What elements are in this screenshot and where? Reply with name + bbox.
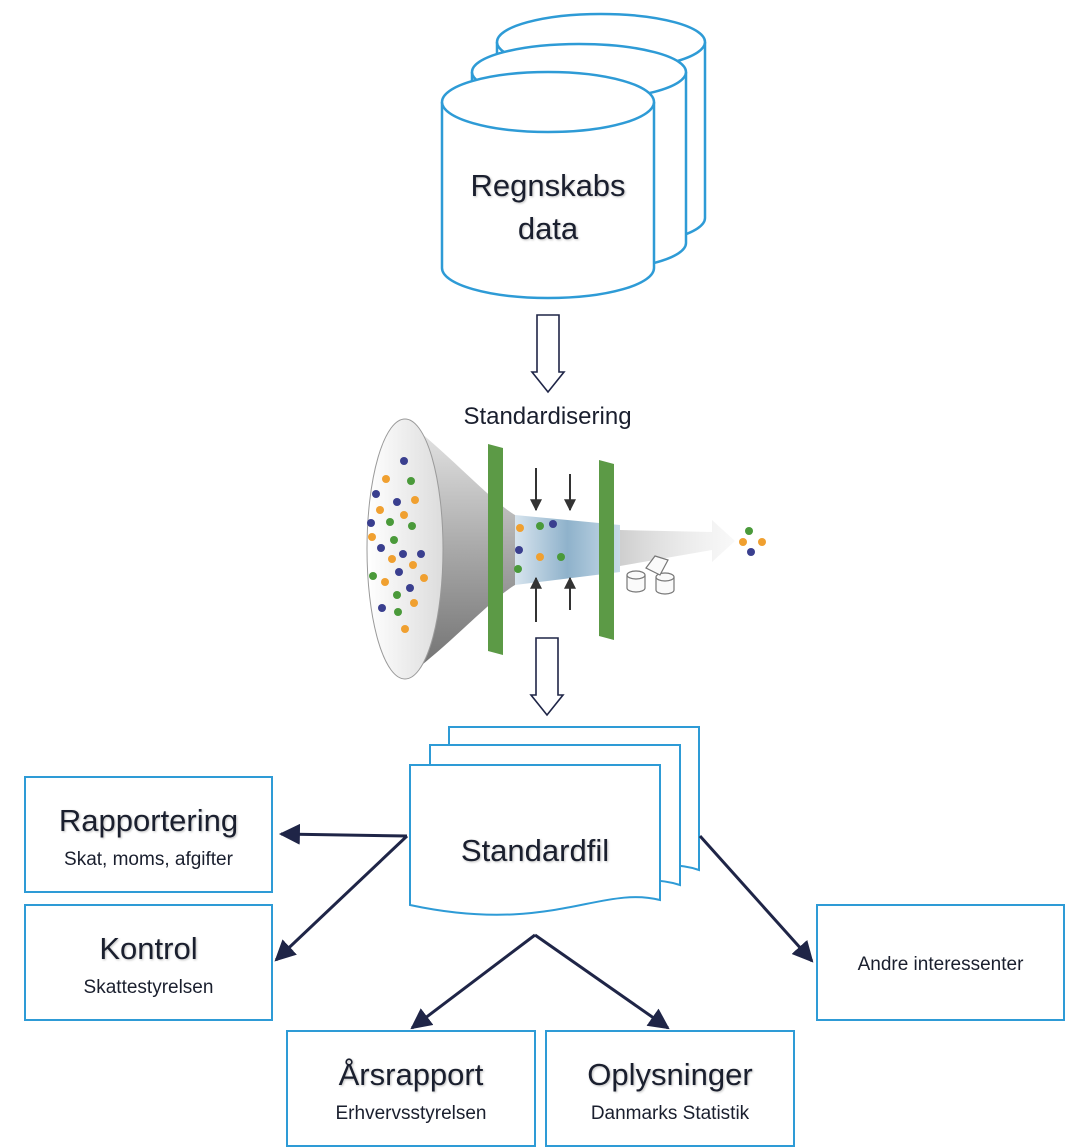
standard-file-label: Standardfil [460,833,610,868]
output-title: Rapportering [58,803,239,838]
arrow-to-kontrol [274,834,409,962]
standard-file-icon [409,726,700,916]
arrow-to-oplysninger [534,933,670,1030]
output-subtitle: Skat, moms, afgifter [64,849,233,870]
output-box-andre: Andre interessenter [816,904,1065,1021]
arrow-to-rapportering [278,823,408,845]
down-arrow-icon [529,637,565,717]
database-icon [440,12,707,300]
down-arrow-icon [530,314,566,394]
output-title: Kontrol [99,931,198,966]
output-subtitle: Danmarks Statistik [590,1103,750,1124]
output-subtitle: Skattestyrelsen [83,977,214,998]
output-subtitle: Erhvervsstyrelsen [335,1103,487,1124]
database-label-line1: Regnskabs [470,168,626,203]
output-box-rapportering: Rapportering Skat, moms, afgifter [24,776,273,893]
process-label: Standardisering [463,403,632,430]
output-box-oplysninger: Oplysninger Danmarks Statistik [545,1030,795,1147]
database-label-line2: data [517,211,579,246]
standardization-funnel [366,418,766,680]
output-box-arsrapport: Årsrapport Erhvervsstyrelsen [286,1030,536,1147]
arrow-to-arsrapport [410,933,536,1030]
output-box-kontrol: Kontrol Skattestyrelsen [24,904,273,1021]
arrow-to-andre [698,834,814,963]
output-title: Årsrapport [338,1057,484,1092]
database-label: Regnskabs data [442,164,654,250]
output-title: Oplysninger [587,1057,753,1092]
output-title: Andre interessenter [857,954,1024,975]
